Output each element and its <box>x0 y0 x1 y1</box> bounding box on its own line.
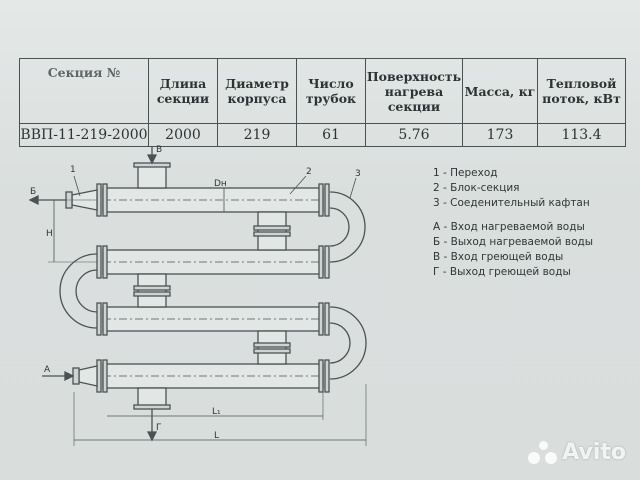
u-bend-right-bottom <box>329 306 367 380</box>
u-bend-right-top <box>329 191 366 263</box>
leader-1 <box>73 175 81 197</box>
header-heat-flow: Тепловой поток, кВт <box>537 58 626 124</box>
connector <box>257 211 287 251</box>
flange <box>324 302 330 336</box>
cell-length: 2000 <box>148 123 218 147</box>
header-diameter: Диаметр корпуса <box>217 58 297 124</box>
flange <box>318 302 324 336</box>
nozzle-g <box>137 387 167 407</box>
label-l: L <box>214 431 219 441</box>
label-g: Г <box>156 423 162 433</box>
legend-item-v: В - Вход греющей воды <box>433 251 564 263</box>
legend-item-b: Б - Выход нагреваемой воды <box>433 236 594 248</box>
label-item-1: 1 <box>70 165 76 175</box>
connector-flange <box>253 231 291 237</box>
label-a: А <box>44 365 51 375</box>
flange <box>102 302 108 336</box>
cell-tubes: 61 <box>296 123 366 147</box>
flange <box>324 245 330 279</box>
connector-flange <box>253 225 291 231</box>
header-length: Длина секции <box>148 58 218 124</box>
nozzle-flange <box>133 404 171 410</box>
label-l1: L₁ <box>212 407 221 417</box>
arrow-b-head <box>28 194 39 206</box>
label-b: Б <box>30 187 36 197</box>
cell-section: ВВП-11-219-2000 <box>19 123 149 147</box>
legend-item-3: 3 - Соеденительный кафтан <box>433 197 590 209</box>
label-dn: Dн <box>214 179 227 189</box>
transition-bottom <box>78 365 98 387</box>
flange <box>324 359 330 393</box>
avito-watermark: Avito <box>526 438 626 466</box>
legend: 1 - Переход 2 - Блок-секция 3 - Соеденит… <box>433 166 593 280</box>
table-row: ВВП-11-219-2000 2000 219 61 5.76 173 113… <box>19 123 626 147</box>
flange <box>102 245 108 279</box>
label-h: H <box>46 229 53 239</box>
header-surface: Поверхность нагрева секции <box>365 58 463 124</box>
flange <box>318 359 324 393</box>
arrow-g-head <box>146 431 158 442</box>
nozzle-v <box>137 165 167 189</box>
flange <box>318 183 324 217</box>
arrow-a-head <box>64 370 75 382</box>
legend-item-a: А - Вход нагреваемой воды <box>433 221 585 233</box>
cell-surface: 5.76 <box>365 123 463 147</box>
legend-item-g: Г - Выход греющей воды <box>433 266 571 278</box>
u-bend-left <box>59 253 98 329</box>
table-header-row: Секция № Длина секции Диаметр корпуса Чи… <box>19 58 626 124</box>
flange <box>96 302 102 336</box>
arrow-v-head <box>146 154 158 165</box>
leader-3 <box>349 177 357 199</box>
cell-heat-flow: 113.4 <box>537 123 626 147</box>
label-item-3: 3 <box>355 169 361 179</box>
avito-logo-icon <box>526 438 558 466</box>
connector-flange <box>253 342 291 348</box>
cell-diameter: 219 <box>217 123 297 147</box>
legend-item-1: 1 - Переход <box>433 167 498 179</box>
flange <box>318 245 324 279</box>
label-v: В <box>156 145 162 155</box>
connector-flange <box>253 348 291 354</box>
flange <box>96 245 102 279</box>
header-section: Секция № <box>19 58 149 124</box>
spec-table: Секция № Длина секции Диаметр корпуса Чи… <box>19 58 626 147</box>
flange <box>102 359 108 393</box>
leader-2 <box>289 175 307 195</box>
connector-flange <box>133 291 171 297</box>
cell-mass: 173 <box>462 123 538 147</box>
connector-flange <box>133 285 171 291</box>
legend-item-2: 2 - Блок-секция <box>433 182 520 194</box>
label-item-2: 2 <box>306 167 312 177</box>
avito-wordmark: Avito <box>562 439 626 465</box>
flange <box>324 183 330 217</box>
flange <box>102 183 108 217</box>
